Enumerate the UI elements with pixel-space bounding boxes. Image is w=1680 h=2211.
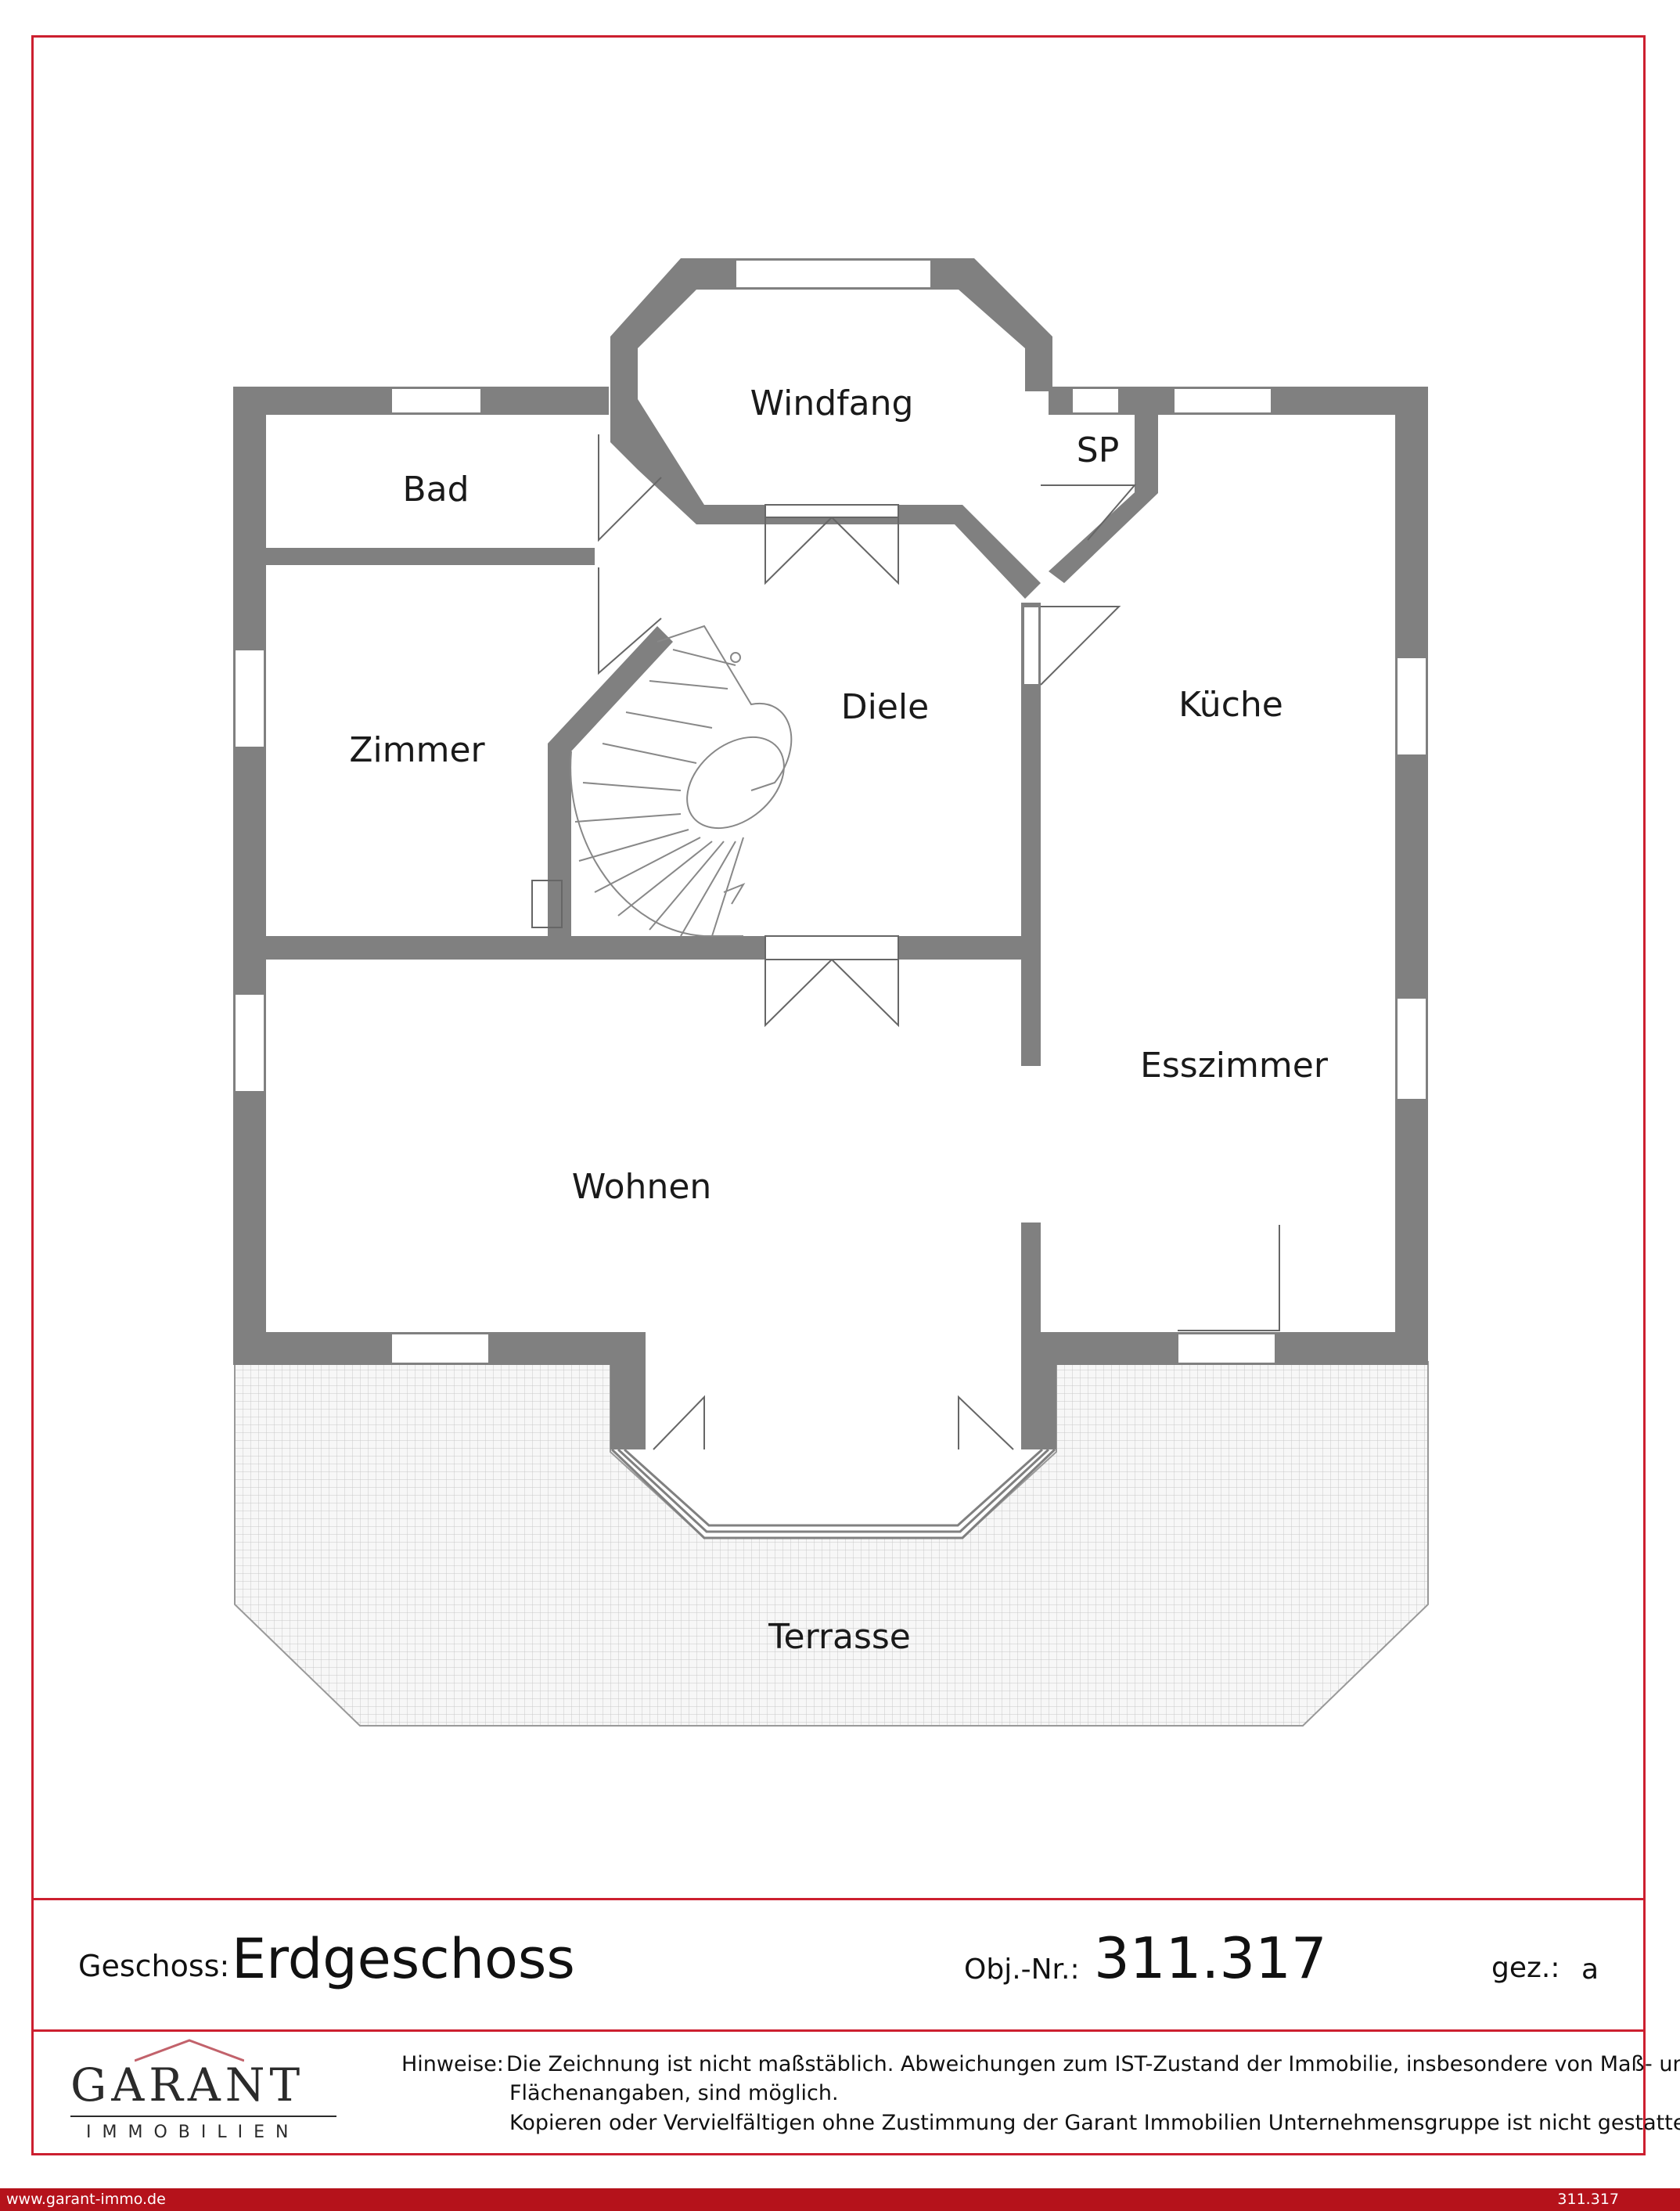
staircase: [531, 625, 793, 937]
terrace-area: [234, 1361, 1429, 1727]
drawn-by-value: a: [1581, 1954, 1599, 1986]
object-number-label: Obj.-Nr.:: [964, 1954, 1080, 1986]
bay-window: [610, 1448, 1056, 1539]
room-wohnen: Wohnen: [572, 1167, 712, 1207]
windows: [234, 259, 1427, 1364]
notes-line-2: Flächenangaben, sind möglich.: [509, 2081, 839, 2105]
title-divider-top: [31, 1898, 1646, 1900]
logo-roof-icon: [135, 2039, 244, 2062]
object-number-value: 311.317: [1094, 1925, 1327, 1991]
doors: [598, 434, 1280, 1450]
room-kueche: Küche: [1178, 685, 1283, 725]
notes-line-3: Kopieren oder Vervielfältigen ohne Zusti…: [509, 2111, 1680, 2135]
footer-object-id: 311.317: [1557, 2191, 1619, 2208]
geschoss-value: Erdgeschoss: [232, 1927, 575, 1991]
room-windfang: Windfang: [750, 384, 914, 423]
room-diele: Diele: [841, 687, 929, 727]
room-esszimmer: Esszimmer: [1140, 1046, 1329, 1086]
logo-divider: [70, 2116, 336, 2117]
logo-immobilien: IMMOBILIEN: [86, 2123, 300, 2142]
drawn-by-label: gez.:: [1491, 1952, 1560, 1984]
room-terrasse: Terrasse: [768, 1617, 911, 1657]
notes-line-1: Die Zeichnung ist nicht maßstäblich. Abw…: [506, 2052, 1680, 2076]
logo-garant: GARANT: [70, 2058, 305, 2112]
footer-bar: [0, 2188, 1680, 2211]
room-sp: SP: [1077, 430, 1119, 470]
page-frame: [31, 35, 1646, 2155]
geschoss-label: Geschoss:: [78, 1949, 230, 1983]
room-bad: Bad: [402, 470, 469, 510]
room-zimmer: Zimmer: [349, 730, 485, 770]
footer-url: www.garant-immo.de: [6, 2191, 166, 2208]
notes-label: Hinweise:: [401, 2052, 504, 2076]
walls: [233, 258, 1428, 1449]
title-divider-bottom: [31, 2029, 1646, 2032]
